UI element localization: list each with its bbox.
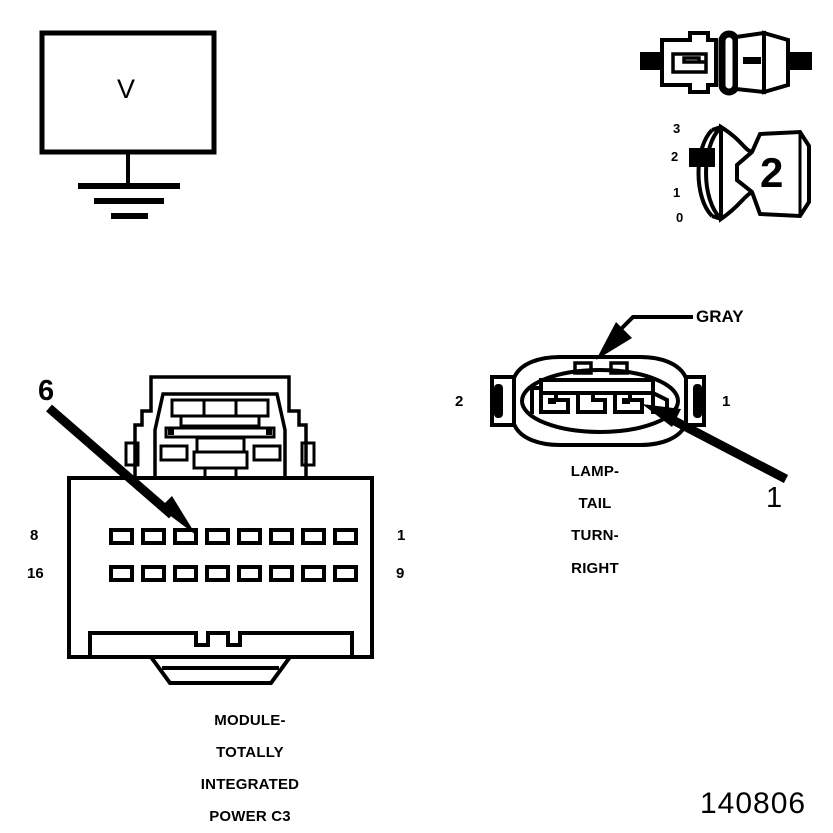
gauge-value: 2 [760,149,784,196]
module-caption-line-2: TOTALLY [216,744,284,761]
module-pin-label-1: 1 [397,527,406,544]
module-pin-label-16: 16 [27,565,44,582]
module-caption-line-4: POWER C3 [209,808,291,825]
gauge-scale-3: 3 [673,121,681,136]
lamp-connector-illustration [490,315,789,483]
wire-color-label-gray: GRAY [696,307,744,326]
lamp-caption-line-2: TAIL [578,495,612,512]
lamp-caption-line-1: LAMP- [570,463,620,480]
gauge-scale-2: 2 [671,149,679,164]
callout-arrow-6 [46,404,196,535]
terminal-gauge-illustration [689,123,811,223]
module-pin-label-8: 8 [30,527,39,544]
lamp-terminal-callout-1: 1 [766,482,783,514]
module-callout-6: 6 [38,375,55,407]
callout-leader-gray [596,315,693,360]
lamp-caption-line-3: TURN- [571,527,619,544]
voltmeter-label: V [117,74,136,104]
module-caption-line-1: MODULE- [214,712,286,729]
gauge-scale-0: 0 [676,210,684,225]
module-pin-label-9: 9 [396,565,405,582]
callout-arrow-terminal-1 [642,404,789,483]
module-caption-line-3: INTEGRATED [200,776,300,793]
voltmeter-symbol [39,30,217,219]
lamp-caption-line-4: RIGHT [571,560,619,577]
pin-row-top [109,528,358,545]
lamp-pin-label-1: 1 [722,393,731,410]
gauge-scale-1: 1 [673,185,681,200]
module-connector-illustration [46,375,374,685]
lamp-pin-label-2: 2 [455,393,464,410]
figure-id-number: 140806 [700,787,807,820]
terminal-pair-illustration [640,30,812,96]
pin-row-bottom [109,565,358,582]
